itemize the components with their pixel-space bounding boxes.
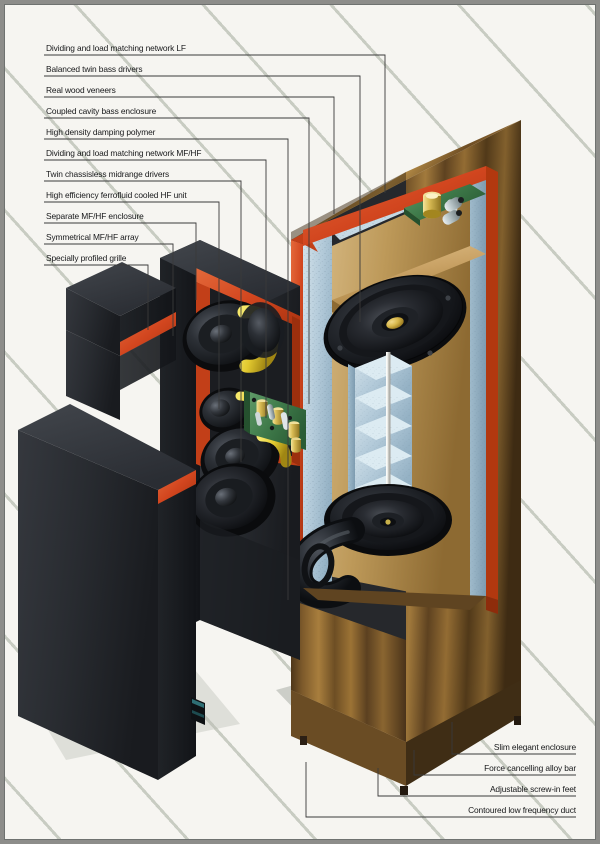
callout-label: Contoured low frequency duct: [468, 805, 576, 815]
dust-cap: [386, 317, 404, 329]
callout-dividing-network-mfhf: Dividing and load matching network MF/HF: [45, 148, 202, 161]
cabinet-inner-floor: [303, 588, 486, 610]
callout-profiled-grille: Specially profiled grille: [45, 253, 127, 266]
callout-real-wood-veneers: Real wood veneers: [45, 85, 117, 98]
callout-label: Dividing and load matching network LF: [46, 43, 186, 53]
callout-lf-duct: Contoured low frequency duct: [467, 805, 577, 818]
callout-separate-mfhf: Separate MF/HF enclosure: [45, 211, 145, 224]
callout-coupled-cavity: Coupled cavity bass enclosure: [45, 106, 157, 119]
callout-label: Real wood veneers: [46, 85, 116, 95]
callout-label: High density damping polymer: [46, 127, 156, 137]
callout-label: Twin chassisless midrange drivers: [46, 169, 170, 179]
inductor-silver-1: [444, 197, 464, 213]
callout-damping-polymer: High density damping polymer: [45, 127, 156, 140]
callout-label: Dividing and load matching network MF/HF: [46, 148, 202, 158]
callout-symmetrical-array: Symmetrical MF/HF array: [45, 232, 140, 245]
crossover-pcb-lf: [404, 184, 486, 226]
alloy-bar: [386, 352, 391, 528]
callout-label: Coupled cavity bass enclosure: [46, 106, 157, 116]
callout-label: Specially profiled grille: [46, 253, 127, 263]
callout-balanced-twin-bass: Balanced twin bass drivers: [45, 64, 144, 77]
main-cabinet: [286, 120, 521, 795]
callout-dividing-network-lf: Dividing and load matching network LF: [45, 43, 187, 56]
grille-badge: [191, 697, 205, 725]
inductor-silver-2: [442, 210, 462, 225]
callout-screw-in-feet: Adjustable screw-in feet: [489, 784, 577, 797]
callout-alloy-bar: Force cancelling alloy bar: [483, 763, 577, 776]
grille-panel-face: [18, 430, 158, 780]
callout-label: Slim elegant enclosure: [493, 742, 576, 752]
callout-slim-enclosure: Slim elegant enclosure: [493, 742, 577, 755]
callout-label: Force cancelling alloy bar: [484, 763, 576, 773]
capacitor-gold: [423, 191, 441, 219]
grille-panel-side: [158, 470, 196, 780]
callout-label: Symmetrical MF/HF array: [46, 232, 139, 242]
callout-label: High efficiency ferrofluid cooled HF uni…: [46, 190, 187, 200]
callout-twin-midrange: Twin chassisless midrange drivers: [45, 169, 170, 182]
callout-label: Adjustable screw-in feet: [489, 784, 576, 794]
callout-label: Separate MF/HF enclosure: [46, 211, 144, 221]
callout-label: Balanced twin bass drivers: [46, 64, 143, 74]
callout-ferrofluid-hf: High efficiency ferrofluid cooled HF uni…: [45, 190, 188, 203]
